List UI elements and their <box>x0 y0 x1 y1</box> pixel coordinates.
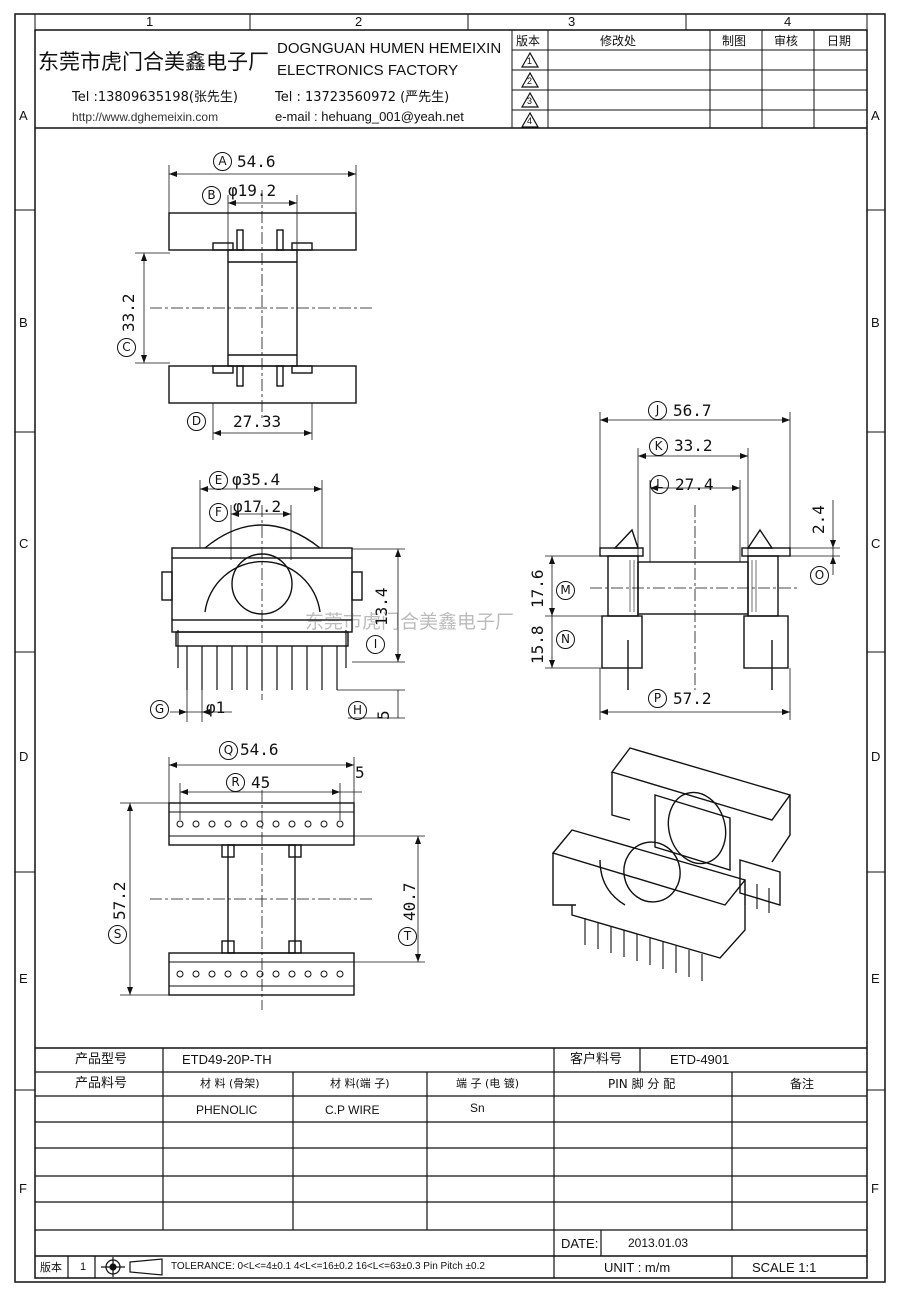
date-label: DATE: <box>561 1236 599 1251</box>
terminal-plating-value: Sn <box>470 1101 485 1115</box>
scale-text: SCALE 1:1 <box>752 1260 817 1275</box>
tolerance-text: TOLERANCE: 0<L<=4±0.1 4<L<=16±0.2 16<L<=… <box>171 1261 485 1272</box>
row-label-f-left: F <box>19 1181 27 1196</box>
rev-header-version: 版本 <box>516 34 541 48</box>
row-label-e-left: E <box>19 971 28 986</box>
company-name-en-1: DOGNGUAN HUMEN HEMEIXIN <box>277 40 502 57</box>
dim-g-value: φ1 <box>206 698 226 717</box>
callout-c-marker: C <box>117 338 136 357</box>
company-email[interactable]: e-mail : hehuang_001@yeah.net <box>275 109 464 124</box>
customer-pn-label: 客户料号 <box>570 1052 623 1067</box>
callout-t-marker: T <box>398 927 417 946</box>
company-website-link[interactable]: http://www.dghemeixin.com <box>72 110 219 124</box>
customer-pn-value: ETD-4901 <box>670 1052 730 1067</box>
callout-q-marker: Q <box>219 741 238 760</box>
product-model-value: ETD49-20P-TH <box>182 1052 272 1067</box>
remark-label: 备注 <box>790 1077 815 1091</box>
dim-p-value: 57.2 <box>673 689 712 708</box>
dim-r-value: 45 <box>251 773 271 792</box>
company-name-cn: 东莞市虎门合美鑫电子厂 <box>38 50 269 74</box>
dim-k-value: 33.2 <box>674 436 713 455</box>
callout-k-marker: K <box>649 437 668 456</box>
material-bobbin-value: PHENOLIC <box>196 1103 258 1117</box>
dim-f-value: φ17.2 <box>233 497 282 516</box>
callout-o-marker: O <box>810 566 829 585</box>
callout-s-marker: S <box>108 925 127 944</box>
material-bobbin-label: 材 料 (骨架) <box>200 1077 260 1090</box>
callout-h-marker: H <box>348 701 367 720</box>
row-label-b-left: B <box>19 315 28 330</box>
dim-d-value: 27.33 <box>233 412 282 431</box>
version-label: 版本 <box>40 1261 62 1274</box>
rev-header-checked: 审核 <box>774 34 799 48</box>
rev-header-date: 日期 <box>827 34 852 48</box>
callout-p-marker: P <box>648 689 667 708</box>
col-label-2: 2 <box>355 14 363 29</box>
row-label-a-right: A <box>871 108 880 123</box>
version-value: 1 <box>80 1261 87 1273</box>
watermark-text: 东莞市虎门合美鑫电子厂 <box>305 611 515 633</box>
callout-b-marker: B <box>202 186 221 205</box>
dim-r-side-value: 5 <box>355 763 365 782</box>
contact-tel-1: Tel :13809635198(张先生) <box>72 90 238 105</box>
dim-c-value: 33.2 <box>119 293 138 332</box>
dim-t-value: 40.7 <box>400 882 419 921</box>
rev-row-4: 4 <box>527 116 533 126</box>
callout-m-marker: M <box>556 581 575 600</box>
pin-assign-label: PIN 脚 分 配 <box>608 1077 676 1091</box>
dim-o-value: 2.4 <box>809 505 828 534</box>
callout-e-marker: E <box>209 471 228 490</box>
callout-i-marker: I <box>366 635 385 654</box>
col-label-4: 4 <box>784 14 792 29</box>
dim-b-value: φ19.2 <box>228 181 277 200</box>
rev-row-2: 2 <box>527 76 533 86</box>
product-pn-label: 产品料号 <box>75 1076 128 1091</box>
contact-tel-2: Tel : 13723560972 (严先生) <box>275 90 450 105</box>
callout-a-marker: A <box>213 152 232 171</box>
callout-d-marker: D <box>187 412 206 431</box>
col-label-1: 1 <box>146 14 154 29</box>
rev-header-drawn: 制图 <box>722 34 747 48</box>
rev-header-change: 修改处 <box>600 34 637 48</box>
rev-row-3: 3 <box>527 96 533 106</box>
row-label-f-right: F <box>871 1181 879 1196</box>
date-value: 2013.01.03 <box>628 1236 689 1250</box>
callout-l-marker: L <box>650 475 669 494</box>
rev-row-1: 1 <box>527 56 533 66</box>
row-label-c-left: C <box>19 536 29 551</box>
dim-m-value: 17.6 <box>528 569 547 608</box>
row-label-e-right: E <box>871 971 880 986</box>
projection-symbol-icon <box>100 1258 124 1278</box>
col-label-3: 3 <box>568 14 576 29</box>
product-model-label: 产品型号 <box>75 1052 128 1067</box>
company-name-en-2: ELECTRONICS FACTORY <box>277 62 459 79</box>
callout-j-marker: J <box>648 401 667 420</box>
callout-n-marker: N <box>556 630 575 649</box>
dim-a-value: 54.6 <box>237 152 276 171</box>
dim-j-value: 56.7 <box>673 401 712 420</box>
terminal-plating-label: 端 子 (电 镀) <box>456 1077 520 1090</box>
row-label-d-left: D <box>19 749 29 764</box>
dim-q-value: 54.6 <box>240 740 279 759</box>
unit-text: UNIT : m/m <box>604 1260 671 1275</box>
row-label-c-right: C <box>871 536 881 551</box>
callout-f-marker: F <box>209 503 228 522</box>
material-pin-label: 材 料(端 子) <box>330 1077 390 1090</box>
row-label-a-left: A <box>19 108 28 123</box>
dim-n-value: 15.8 <box>528 625 547 664</box>
dim-e-value: φ35.4 <box>232 470 281 489</box>
dim-s-value: 57.2 <box>110 881 129 920</box>
dim-h-value: 5 <box>374 710 393 720</box>
material-pin-value: C.P WIRE <box>325 1103 380 1117</box>
dim-l-value: 27.4 <box>675 475 714 494</box>
callout-r-marker: R <box>226 773 245 792</box>
callout-g-marker: G <box>150 700 169 719</box>
row-label-d-right: D <box>871 749 881 764</box>
row-label-b-right: B <box>871 315 880 330</box>
